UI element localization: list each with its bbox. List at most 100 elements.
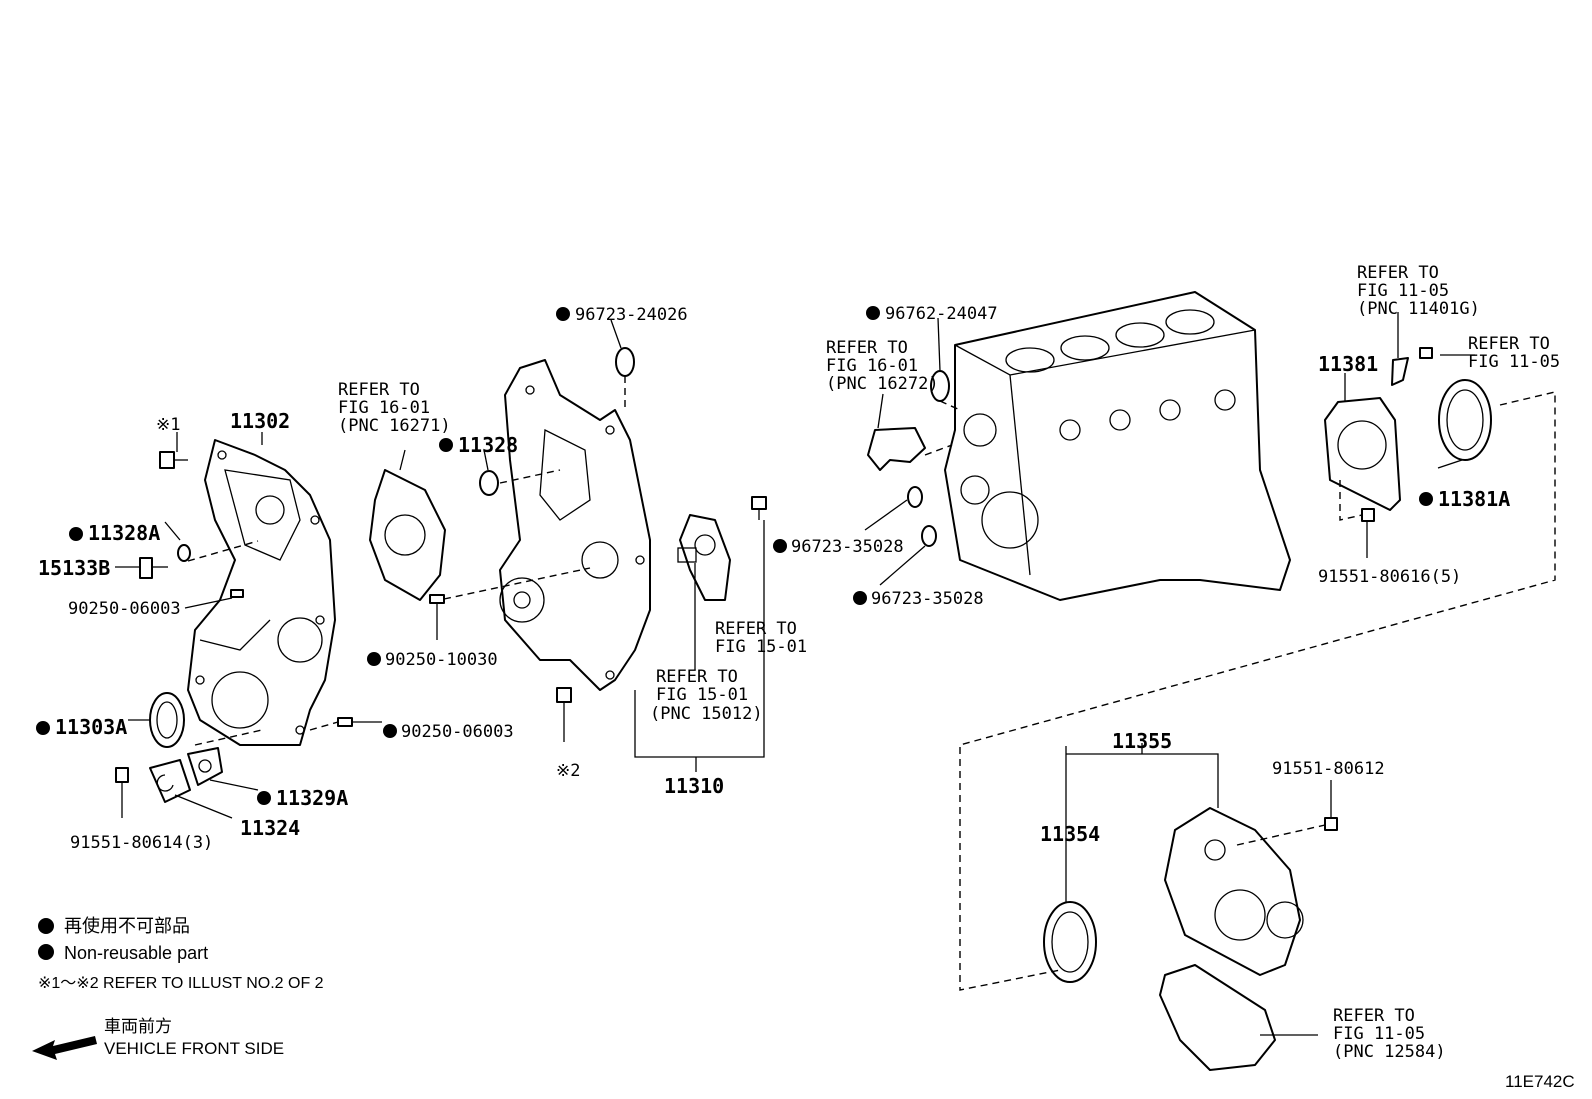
- svg-text:REFER TO: REFER TO: [715, 619, 797, 639]
- bullet-icon: [38, 944, 54, 960]
- pin-90250-06003-a[interactable]: [230, 589, 244, 598]
- bolt-15133B[interactable]: [139, 557, 168, 579]
- gasket-16271[interactable]: [369, 469, 446, 601]
- oil-seal-11303A[interactable]: [149, 692, 185, 748]
- label-96723-24026[interactable]: 96723-24026: [575, 305, 688, 325]
- label-15133B[interactable]: 15133B: [38, 556, 110, 580]
- refer-11401g[interactable]: REFER TO FIG 11-05 (PNC 11401G): [1357, 263, 1480, 319]
- retainer-11381[interactable]: [1324, 397, 1401, 511]
- label-11329A[interactable]: 11329A: [276, 786, 348, 810]
- legend-en: Non-reusable part: [64, 943, 208, 963]
- plate-11324[interactable]: [149, 759, 191, 803]
- label-11310[interactable]: 11310: [664, 774, 724, 798]
- svg-text:(PNC 11401G): (PNC 11401G): [1357, 299, 1480, 319]
- seal-11328A[interactable]: [177, 544, 191, 562]
- cylinder-block[interactable]: [944, 291, 1291, 601]
- label-s1: ※1: [156, 415, 180, 435]
- oring-96723-24026[interactable]: [615, 347, 635, 377]
- label-90250-06003-a[interactable]: 90250-06003: [68, 599, 181, 619]
- svg-text:(PNC 16271): (PNC 16271): [338, 416, 451, 436]
- bullet-icon: [1419, 492, 1433, 506]
- legend-jp: 再使用不可部品: [64, 916, 190, 936]
- svg-text:(PNC 15012): (PNC 15012): [650, 704, 763, 724]
- label-11328A[interactable]: 11328A: [88, 521, 160, 545]
- label-96723-35028-a[interactable]: 96723-35028: [791, 537, 904, 557]
- oil-pan-12584[interactable]: [1159, 964, 1276, 1071]
- refer-16271[interactable]: REFER TO FIG 16-01 (PNC 16271): [338, 380, 451, 436]
- bolt-s2[interactable]: [556, 687, 572, 716]
- refer-15012[interactable]: REFER TO FIG 15-01 (PNC 15012): [650, 667, 763, 724]
- label-11328[interactable]: 11328: [458, 433, 518, 457]
- label-91551-80614[interactable]: 91551-80614(3): [70, 833, 213, 853]
- legend: 再使用不可部品 Non-reusable part ※1～※2 REFER TO…: [32, 916, 324, 1060]
- bullet-icon: [773, 539, 787, 553]
- svg-text:REFER TO: REFER TO: [1357, 263, 1439, 283]
- svg-text:REFER TO: REFER TO: [1333, 1006, 1415, 1026]
- bolt-91551-80616[interactable]: [1361, 508, 1375, 522]
- label-s2: ※2: [556, 761, 580, 781]
- oring-96723-35028-b[interactable]: [921, 525, 937, 547]
- svg-text:REFER TO: REFER TO: [338, 380, 420, 400]
- label-11381A[interactable]: 11381A: [1438, 487, 1510, 511]
- svg-text:FIG 11-05: FIG 11-05: [1357, 281, 1449, 301]
- label-11354[interactable]: 11354: [1040, 822, 1100, 846]
- label-96723-35028-b[interactable]: 96723-35028: [871, 589, 984, 609]
- bolt-water-pump[interactable]: [751, 496, 767, 520]
- bullet-icon: [439, 438, 453, 452]
- pin-90250-10030[interactable]: [429, 594, 445, 604]
- bullet-icon: [866, 306, 880, 320]
- oil-seal-11381A[interactable]: [1438, 379, 1492, 461]
- label-11324[interactable]: 11324: [240, 816, 300, 840]
- refer-16272[interactable]: REFER TO FIG 16-01 (PNC 16272): [826, 338, 939, 394]
- label-11303A[interactable]: 11303A: [55, 715, 127, 739]
- bolt-91551-80614[interactable]: [115, 767, 129, 795]
- pin-90250-06003-b[interactable]: [337, 717, 353, 727]
- label-90250-10030[interactable]: 90250-10030: [385, 650, 498, 670]
- bullet-icon: [556, 307, 570, 321]
- refer-11-05[interactable]: REFER TO FIG 11-05: [1468, 334, 1560, 372]
- svg-text:(PNC 12584): (PNC 12584): [1333, 1042, 1446, 1062]
- label-11302[interactable]: 11302: [230, 409, 290, 433]
- bolt-11-05[interactable]: [1419, 347, 1433, 359]
- refer-12584[interactable]: REFER TO FIG 11-05 (PNC 12584): [1333, 1006, 1446, 1062]
- timing-cover-11302[interactable]: [187, 439, 336, 746]
- oil-seal-11354[interactable]: [1043, 901, 1097, 983]
- bullet-icon: [36, 721, 50, 735]
- label-91551-80616[interactable]: 91551-80616(5): [1318, 567, 1461, 587]
- bullet-icon: [257, 791, 271, 805]
- legend-ref-note: ※1～※2 REFER TO ILLUST NO.2 OF 2: [38, 975, 324, 992]
- oring-96723-35028-a[interactable]: [907, 486, 923, 508]
- label-11355[interactable]: 11355: [1112, 729, 1172, 753]
- svg-text:FIG 11-05: FIG 11-05: [1333, 1024, 1425, 1044]
- timing-case-11310[interactable]: [499, 359, 651, 691]
- bolt-s1[interactable]: [159, 451, 188, 469]
- dash-lines: [187, 376, 1556, 991]
- bullet-icon: [38, 918, 54, 934]
- gasket-16272[interactable]: [867, 427, 926, 471]
- svg-text:(PNC 16272): (PNC 16272): [826, 374, 939, 394]
- svg-text:FIG 15-01: FIG 15-01: [656, 685, 748, 705]
- label-96762-24047[interactable]: 96762-24047: [885, 304, 998, 324]
- label-91551-80612[interactable]: 91551-80612: [1272, 759, 1385, 779]
- label-90250-06003-b[interactable]: 90250-06003: [401, 722, 514, 742]
- gasket-11329A[interactable]: [187, 747, 223, 786]
- bullet-icon: [367, 652, 381, 666]
- plate-11355[interactable]: [1164, 807, 1304, 976]
- svg-text:REFER TO: REFER TO: [1468, 334, 1550, 354]
- refer-15-01-a[interactable]: REFER TO FIG 15-01: [715, 619, 807, 657]
- front-jp: 車両前方: [104, 1017, 172, 1036]
- bolt-91551-80612[interactable]: [1324, 817, 1338, 831]
- diagram-code: 11E742C: [1505, 1072, 1575, 1091]
- sensor-11401G[interactable]: [1391, 357, 1409, 386]
- water-pump[interactable]: [677, 514, 731, 601]
- part-labels: 11302 ※1 11328A 15133B 90250-06003 11303…: [36, 304, 1510, 853]
- bullet-icon: [383, 724, 397, 738]
- front-arrow-icon: [32, 1036, 97, 1060]
- svg-text:REFER TO: REFER TO: [826, 338, 908, 358]
- label-11381[interactable]: 11381: [1318, 352, 1378, 376]
- svg-text:FIG 15-01: FIG 15-01: [715, 637, 807, 657]
- oring-11328[interactable]: [479, 470, 499, 496]
- front-en: VEHICLE FRONT SIDE: [104, 1039, 284, 1058]
